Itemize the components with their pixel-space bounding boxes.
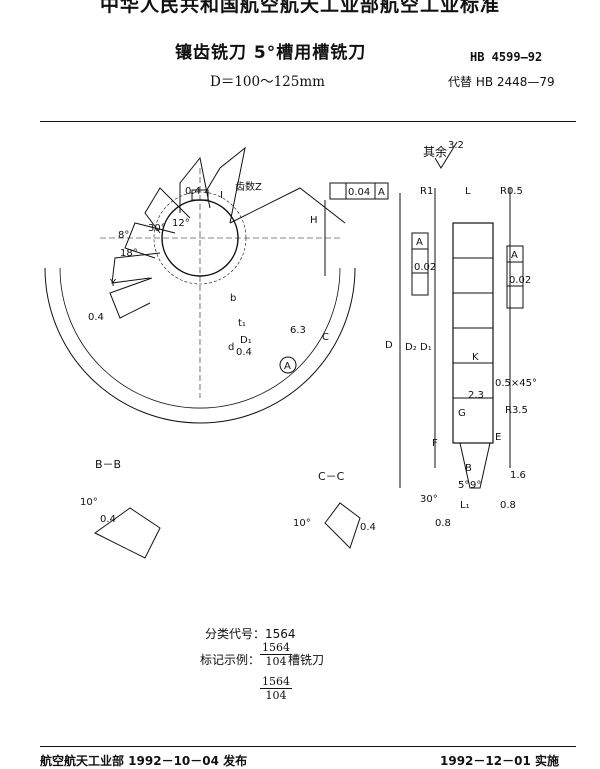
roughness-08-a: 0.8	[435, 518, 451, 529]
standard-number: HB 4599—92	[470, 50, 543, 64]
label-F: F	[432, 438, 438, 449]
label-D: D	[385, 340, 393, 351]
classification-code: 分类代号：1564	[205, 625, 296, 642]
label-R3: R3.5	[505, 405, 528, 416]
chamfer-dimension: 0.5×45°	[495, 378, 537, 389]
label-K: K	[472, 352, 479, 363]
label-b: b	[230, 293, 236, 304]
classification-label: 分类代号：	[205, 627, 266, 641]
roughness-symbol-rest	[434, 141, 458, 169]
marking-numerator-2: 1564	[260, 675, 292, 689]
section-label-CC: C－C	[318, 470, 345, 483]
roughness-04-bb: 0.4	[100, 514, 116, 525]
tolerance-datum-top: A	[378, 187, 385, 198]
teeth-count-label: 齿数Z	[235, 180, 262, 193]
angle-10-cc: 10°	[293, 518, 311, 529]
marking-denominator: 104	[265, 655, 287, 668]
angle-9: 9°	[470, 480, 481, 491]
label-R05: R0.5	[500, 186, 523, 197]
angle-10-bb: 10°	[80, 497, 98, 508]
marking-example-label: 标记示例：	[200, 653, 261, 667]
angle-18: 18°	[120, 248, 138, 259]
header-rule	[40, 121, 576, 122]
label-D2: D₂	[405, 342, 417, 353]
issue-date: 航空航天工业部 1992－10－04 发布	[40, 754, 248, 768]
angle-30: 30°	[148, 223, 166, 234]
section-label-BB: B－B	[95, 458, 121, 471]
label-t1: t₁	[238, 318, 246, 329]
effective-date: 1992－12－01 实施	[440, 754, 559, 768]
label-H: H	[310, 215, 318, 226]
standard-organization: 中华人民共和国航空航天工业部航空工业标准	[99, 0, 500, 16]
label-R1: R1	[420, 186, 433, 197]
label-L: L	[465, 186, 471, 197]
roughness-16: 1.6	[510, 470, 526, 481]
roughness-63: 6.3	[290, 325, 306, 336]
roughness-04-bore: 0.4	[236, 347, 252, 358]
dimension-2-3: 2.3	[468, 390, 484, 401]
label-L1: L₁	[460, 500, 470, 511]
label-E: E	[495, 432, 501, 443]
angle-12: 12°	[172, 218, 190, 229]
label-B: B	[465, 463, 472, 474]
roughness-rest-label: 其余	[423, 144, 447, 159]
label-Y: Y	[109, 278, 117, 289]
angle-8: 8°	[118, 230, 129, 241]
angle-30-side: 30°	[420, 494, 438, 505]
datum-circle-A: A	[284, 361, 291, 372]
tolerance-value-top: 0.04	[348, 187, 370, 198]
tolerance-value-right: 0.02	[509, 275, 531, 286]
roughness-04-top: 0.4	[185, 186, 201, 197]
tolerance-datum-left: A	[416, 237, 423, 248]
roughness-08-b: 0.8	[500, 500, 516, 511]
document-title: 镶齿铣刀 5°槽用槽铣刀	[175, 43, 367, 63]
label-d: d	[228, 342, 234, 353]
tolerance-value-left: 0.02	[414, 262, 436, 273]
angle-5: 5°	[458, 480, 469, 491]
replaces-standard: 代替 HB 2448—79	[448, 75, 555, 89]
document-subtitle: D＝100～125mm	[210, 74, 325, 90]
tolerance-datum-right: A	[511, 250, 518, 261]
marking-fraction-2: 1564 104	[260, 675, 292, 702]
side-view-body	[452, 222, 494, 444]
marking-fraction: 1564 104	[260, 641, 292, 668]
technical-drawing: 其余 3.2 齿数Z H Y I b t₁ D₁ d C D D₂ D₁ L R…	[44, 140, 537, 559]
label-D1: D₁	[240, 335, 252, 346]
roughness-04-cc: 0.4	[360, 522, 376, 533]
label-I: I	[220, 190, 223, 201]
roughness-rest-value: 3.2	[448, 140, 464, 151]
marking-numerator: 1564	[260, 641, 292, 655]
roughness-04-left: 0.4	[88, 312, 104, 323]
classification-value: 1564	[265, 627, 296, 641]
footer-rule	[40, 746, 576, 747]
label-C: C	[322, 332, 329, 343]
marking-denominator-2: 104	[265, 689, 287, 702]
label-D1-side: D₁	[420, 342, 432, 353]
marking-tool-name: 槽铣刀	[288, 653, 325, 667]
label-G: G	[458, 408, 466, 419]
